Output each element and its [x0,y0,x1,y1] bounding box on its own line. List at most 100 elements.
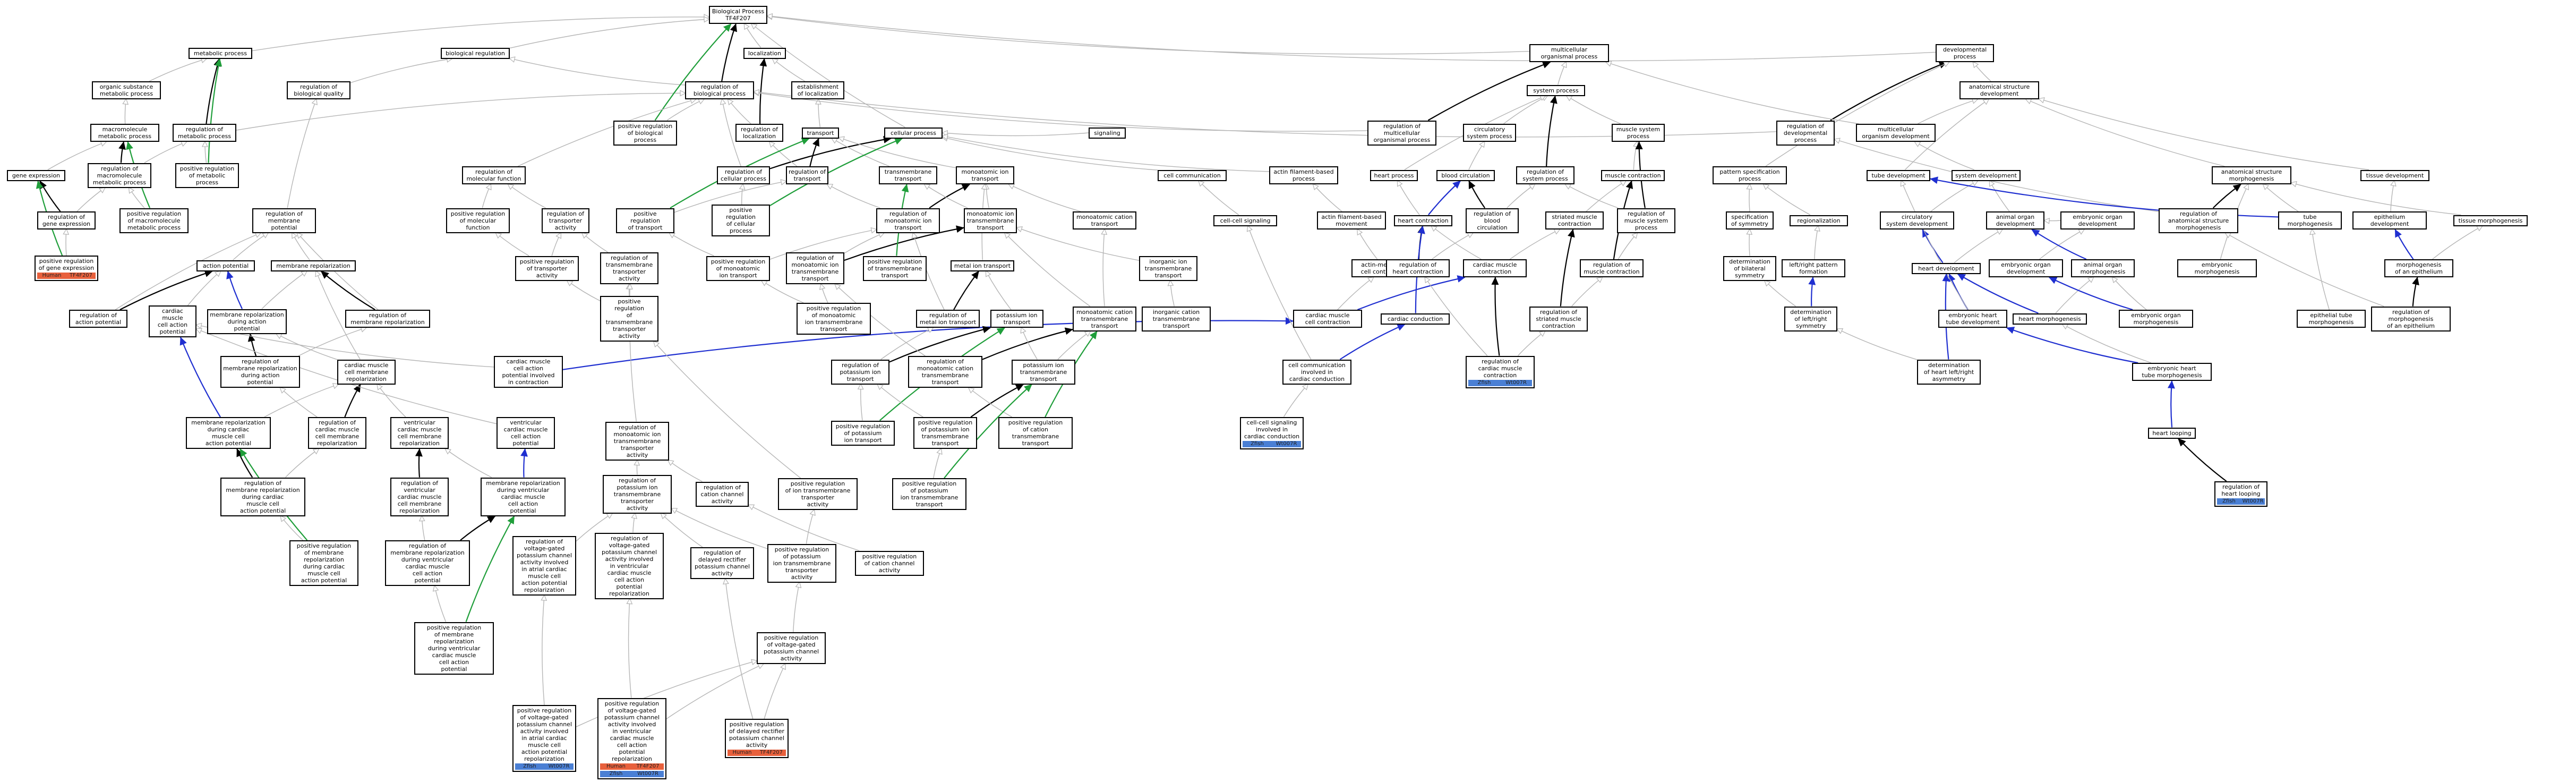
go-term-node[interactable]: regulation of biological quality [287,81,350,99]
go-term-node[interactable]: striated muscle contraction [1545,211,1604,230]
go-term-node[interactable]: positive regulation of potassium ion tra… [913,417,977,449]
go-term-node[interactable]: gene expression [7,169,65,181]
go-term-node[interactable]: biological regulation [441,47,510,59]
go-term-node[interactable]: macromolecule metabolic process [90,124,159,142]
go-term-node[interactable]: heart development [1912,262,1981,274]
go-term-node[interactable]: positive regulation of voltage-gated pot… [512,705,576,772]
go-term-node[interactable]: metal ion transport [951,260,1014,271]
go-term-node[interactable]: tissue development [2360,169,2429,181]
go-term-node[interactable]: circulatory system process [1463,124,1516,142]
go-term-node[interactable]: regulation of morphogenesis of an epithe… [2371,306,2451,332]
go-term-node[interactable]: positive regulation of cation transmembr… [998,417,1073,449]
go-term-node[interactable]: positive regulation of macromolecule met… [119,208,189,233]
go-term-node[interactable]: regulation of muscle system process [1617,208,1675,233]
go-term-node[interactable]: positive regulation of molecular functio… [446,208,510,233]
go-term-node[interactable]: establishment of localization [791,81,844,99]
go-term-node[interactable]: positive regulation of potassium ion tra… [767,543,836,583]
go-term-node[interactable]: regulation of cation channel activity [696,481,749,507]
go-term-node[interactable]: multicellular organism development [1856,124,1936,142]
go-term-node[interactable]: heart morphogenesis [2013,313,2087,325]
go-term-node[interactable]: specification of symmetry [1726,211,1774,230]
go-term-node[interactable]: system process [1527,84,1585,96]
go-term-node[interactable]: embryonic organ development [1989,259,2063,277]
go-term-node[interactable]: regulation of multicellular organismal p… [1367,120,1436,146]
go-term-node[interactable]: regulation of voltage-gated potassium ch… [512,536,576,596]
go-term-node[interactable]: positive regulation of potassium ion tra… [892,478,966,510]
go-term-node[interactable]: positive regulation of cation channel ac… [855,550,924,576]
go-term-node[interactable]: regulation of molecular function [462,166,526,184]
go-term-node[interactable]: membrane repolarization during action po… [207,309,287,334]
go-term-node[interactable]: monoatomic ion transmembrane transport [964,208,1017,233]
go-term-node[interactable]: left/right pattern formation [1782,259,1845,277]
go-term-node[interactable]: transport [802,127,839,139]
go-term-node[interactable]: organic substance metabolic process [92,81,161,99]
go-term-node[interactable]: regulation of potassium ion transmembran… [603,474,672,514]
go-term-node[interactable]: tube development [1867,169,1930,181]
go-term-node[interactable]: positive regulation of membrane repolari… [289,540,358,586]
go-term-node[interactable]: cardiac muscle cell action potential [149,305,196,337]
go-term-node[interactable]: tube morphogenesis [2278,211,2342,230]
go-term-node[interactable]: positive regulation of transmembrane tra… [863,256,927,281]
go-term-node[interactable]: determination of bilateral symmetry [1723,256,1776,281]
go-term-node[interactable]: regulation of membrane repolarization [345,310,430,328]
go-term-node[interactable]: ventricular cardiac muscle cell action p… [497,417,555,449]
go-term-node[interactable]: animal organ development [1986,211,2044,230]
go-term-node[interactable]: regulation of system process [1516,166,1574,184]
go-term-node[interactable]: heart looping [2148,427,2196,439]
go-term-node[interactable]: potassium ion transmembrane transport [1012,359,1075,385]
go-term-node[interactable]: anatomical structure development [1959,81,2039,99]
go-term-node[interactable]: heart process [1370,169,1418,181]
go-term-node[interactable]: regulation of heart contraction [1386,259,1450,277]
go-term-node[interactable]: cell communication involved in cardiac c… [1282,359,1351,385]
go-term-node[interactable]: epithelial tube morphogenesis [2297,310,2366,328]
go-term-node[interactable]: monoatomic ion transport [956,166,1014,184]
go-term-node[interactable]: muscle contraction [1601,169,1665,181]
go-term-node[interactable]: heart contraction [1394,215,1452,226]
go-term-node[interactable]: regulation of gene expression [37,211,96,230]
go-term-node[interactable]: positive regulation of monoatomic ion tr… [797,303,871,335]
go-term-node[interactable]: cell-cell signaling [1213,215,1277,226]
go-term-node[interactable]: cell-cell signaling involved in cardiac … [1240,416,1304,449]
go-term-node[interactable]: localization [743,47,786,59]
go-term-node[interactable]: positive regulation of potassium ion tra… [831,420,895,446]
go-term-node[interactable]: regulation of monoatomic ion transmembra… [786,252,844,284]
go-term-node[interactable]: embryonic heart tube morphogenesis [2132,363,2212,381]
go-term-node[interactable]: circulatory system development [1880,211,1954,230]
go-term-node[interactable]: regulation of ventricular cardiac muscle… [390,477,449,516]
go-term-node[interactable]: positive regulation of transmembrane tra… [600,296,658,342]
go-term-node[interactable]: metabolic process [189,47,252,59]
go-term-node[interactable]: regulation of anatomical structure morph… [2159,208,2238,233]
go-term-node[interactable]: Biological Process TF4F207 [709,6,767,24]
go-term-node[interactable]: embryonic heart tube development [1938,310,2007,328]
go-term-node[interactable]: cardiac muscle cell contraction [1293,310,1362,328]
go-term-node[interactable]: blood circulation [1436,169,1495,181]
go-term-node[interactable]: regulation of localization [735,124,783,142]
go-term-node[interactable]: positive regulation of delayed rectifier… [725,719,789,758]
go-term-node[interactable]: embryonic morphogenesis [2177,259,2257,277]
go-term-node[interactable]: epithelium development [2352,211,2427,230]
go-term-node[interactable]: developmental process [1936,44,1994,62]
go-term-node[interactable]: inorganic ion transmembrane transport [1139,256,1197,281]
go-term-node[interactable]: regulation of developmental process [1776,120,1835,146]
go-term-node[interactable]: embryonic organ morphogenesis [2119,310,2193,328]
go-term-node[interactable]: membrane repolarization during cardiac m… [186,417,271,449]
go-term-node[interactable]: tissue morphogenesis [2453,215,2528,226]
go-term-node[interactable]: ventricular cardiac muscle cell membrane… [390,417,449,449]
go-term-node[interactable]: regulation of metabolic process [173,124,236,142]
go-term-node[interactable]: cardiac muscle contraction [1463,259,1527,277]
go-term-node[interactable]: regulation of membrane repolarization du… [220,477,305,516]
go-term-node[interactable]: morphogenesis of an epithelium [2384,259,2453,277]
go-term-node[interactable]: regulation of muscle contraction [1580,259,1644,277]
go-term-node[interactable]: cellular process [884,127,943,139]
go-term-node[interactable]: transmembrane transport [879,166,937,184]
go-term-node[interactable]: actin filament-based movement [1317,211,1386,230]
go-term-node[interactable]: positive regulation of biological proces… [613,120,677,146]
go-term-node[interactable]: positive regulation of ion transmembrane… [778,478,858,510]
go-term-node[interactable]: cardiac conduction [1381,313,1450,325]
go-term-node[interactable]: positive regulation of cellular process [712,205,770,236]
go-term-node[interactable]: pattern specification process [1713,166,1787,184]
go-term-node[interactable]: regulation of transport [786,166,828,184]
go-term-node[interactable]: regulation of cardiac muscle cell membra… [308,417,366,449]
go-term-node[interactable]: positive regulation of metabolic process [175,163,239,188]
